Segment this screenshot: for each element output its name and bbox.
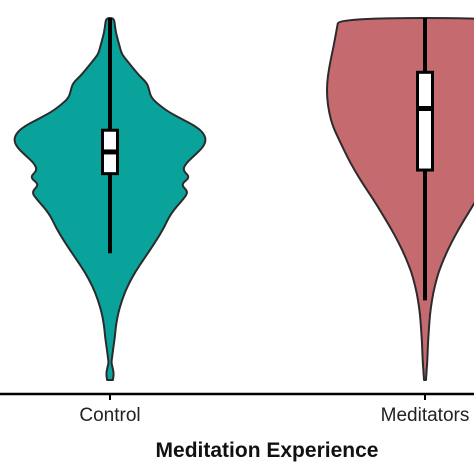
box-meditators	[416, 70, 434, 172]
violin-meditators	[326, 17, 474, 381]
x-tick-label-meditators: Meditators	[381, 405, 470, 426]
x-tick-label-control: Control	[79, 405, 140, 426]
x-axis-title: Meditation Experience	[156, 439, 379, 462]
plot-area	[13, 17, 474, 381]
